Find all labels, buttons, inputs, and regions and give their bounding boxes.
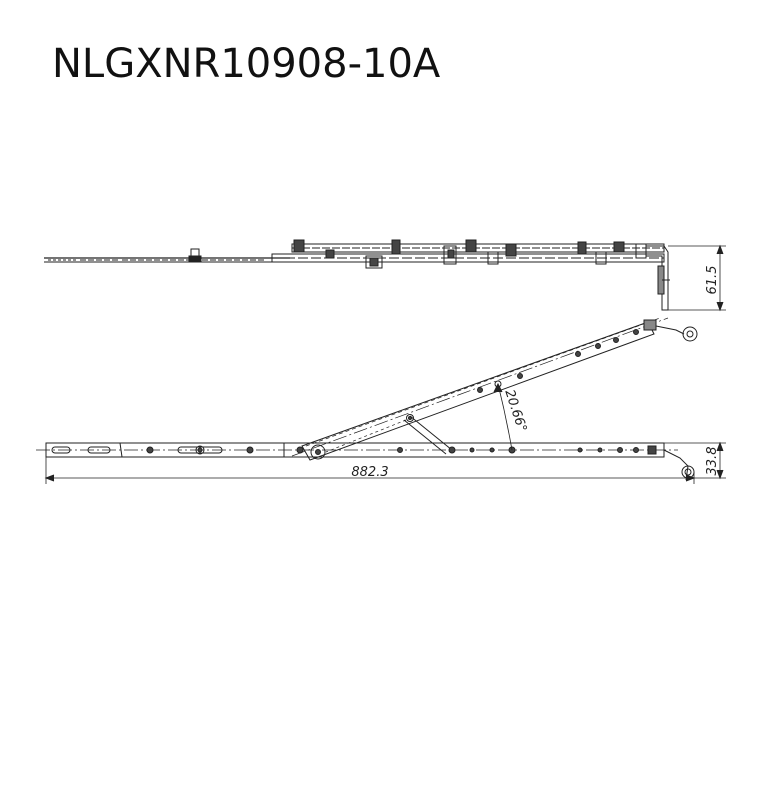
plan-view [36, 317, 726, 484]
side-profile-view [44, 239, 726, 312]
dimension-length: 882.3 [351, 465, 388, 480]
dimension-height-bottom: 33.8 [705, 447, 720, 476]
drawing-title: NLGXNR10908-10A [52, 41, 441, 87]
dimension-angle: 20.66° [501, 388, 529, 434]
dimension-height-top: 61.5 [705, 266, 720, 295]
